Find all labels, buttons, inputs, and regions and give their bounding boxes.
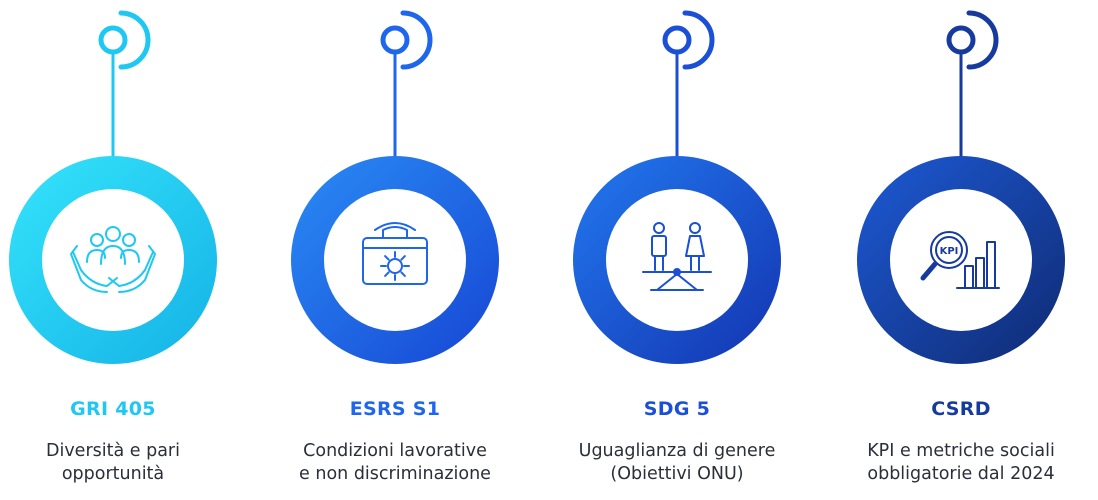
- timeline-node: [98, 25, 128, 55]
- hands-people-icon: [70, 226, 156, 293]
- step-inner-circle: [42, 189, 184, 331]
- step-title-gri405: GRI 405: [70, 398, 156, 420]
- signal-arc: [966, 10, 999, 70]
- kpi-chart-icon: KPI: [920, 231, 1000, 289]
- step-desc-line: obbligatorie dal 2024: [867, 464, 1055, 484]
- step-desc-line: Uguaglianza di genere: [578, 441, 776, 461]
- step-title-esrss1: ESRS S1: [349, 398, 441, 420]
- step-inner-circle: [890, 189, 1032, 331]
- step-title-sdg5: SDG 5: [643, 398, 711, 420]
- step-desc-line: Diversità e pari: [45, 441, 180, 461]
- step-desc-line: opportunità: [61, 464, 165, 484]
- step-esrss1: [291, 10, 499, 364]
- step-desc-line: KPI e metriche sociali: [867, 441, 1055, 461]
- timeline-node: [662, 25, 692, 55]
- step-desc-gri405: Diversità e pari opportunità: [0, 440, 243, 486]
- step-csrd: KPI: [857, 10, 1065, 364]
- step-gri405: [9, 10, 217, 364]
- step-desc-csrd: KPI e metriche sociali obbligatorie dal …: [831, 440, 1091, 486]
- step-desc-esrss1: Condizioni lavorative e non discriminazi…: [265, 440, 525, 486]
- timeline-node: [946, 25, 976, 55]
- kpi-icon-text: KPI: [940, 246, 959, 257]
- toolbox-gear-icon: [362, 222, 428, 285]
- gender-balance-icon: [642, 222, 712, 291]
- step-desc-line: Condizioni lavorative: [303, 441, 487, 461]
- step-sdg5: [573, 10, 781, 364]
- step-desc-sdg5: Uguaglianza di genere (Obiettivi ONU): [547, 440, 807, 486]
- step-desc-line: e non discriminazione: [299, 464, 491, 484]
- step-title-csrd: CSRD: [931, 398, 991, 420]
- signal-arc: [118, 10, 151, 70]
- signal-arc: [400, 10, 433, 70]
- timeline-node: [380, 25, 410, 55]
- signal-arc: [682, 10, 715, 70]
- step-inner-circle: [606, 189, 748, 331]
- step-desc-line: (Obiettivi ONU): [610, 464, 744, 484]
